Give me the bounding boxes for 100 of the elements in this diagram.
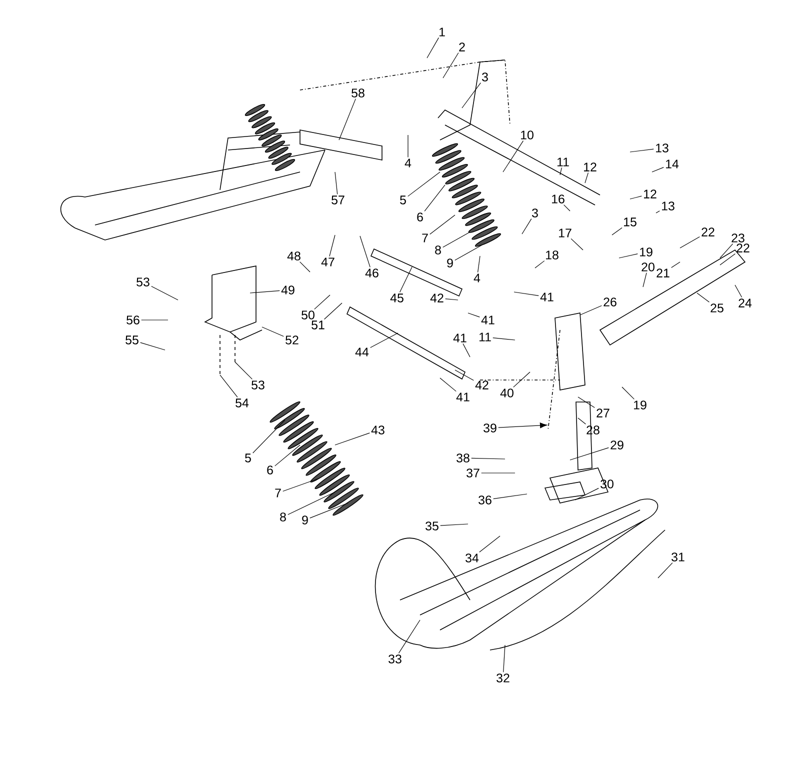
leader-line	[398, 620, 420, 654]
callout-number: 39	[484, 424, 496, 432]
leader-line	[630, 148, 654, 152]
leader-line	[612, 227, 622, 236]
leader-line	[220, 374, 238, 398]
leader-line	[314, 294, 330, 310]
callout-number: 2	[459, 42, 465, 52]
callout-number: 58	[352, 88, 364, 98]
callout-number: 47	[321, 258, 334, 266]
leader-line	[671, 262, 680, 268]
callout-number: 49	[281, 286, 294, 294]
callout-number: 5	[400, 196, 406, 204]
callout-number: 18	[546, 250, 558, 260]
callout-number: 13	[656, 144, 668, 152]
callout-number: 38	[456, 454, 470, 462]
callout-number: 16	[552, 194, 564, 204]
callout-number: 45	[390, 294, 404, 302]
callout-number: 48	[287, 252, 300, 260]
leader-line	[502, 140, 524, 172]
callout-number: 9	[302, 516, 308, 524]
callout-number: 24	[738, 298, 752, 308]
leader-line	[274, 444, 300, 466]
leader-line	[656, 210, 660, 214]
callout-number: 22	[702, 228, 714, 236]
leader-line	[334, 432, 370, 446]
leader-line	[252, 420, 286, 454]
leader-line	[468, 312, 480, 318]
callout-number: 53	[252, 380, 264, 390]
callout-number: 3	[532, 208, 538, 218]
callout-number: 20	[642, 262, 654, 272]
callout-number: 7	[422, 234, 428, 242]
leader-line	[479, 536, 500, 552]
callout-number: 1	[439, 28, 445, 36]
callout-number: 17	[559, 228, 572, 238]
leader-line	[570, 238, 584, 250]
leader-line	[734, 284, 742, 298]
callout-number: 12	[584, 162, 596, 172]
callout-number: 52	[286, 336, 298, 344]
callout-number: 46	[365, 268, 378, 278]
callout-number: 31	[672, 552, 684, 562]
leader-line	[454, 244, 482, 261]
leader-line	[578, 418, 586, 424]
callout-number: 23	[732, 234, 744, 242]
callout-number: 3	[482, 72, 488, 82]
callout-number: 41	[456, 392, 470, 402]
callout-number: 12	[644, 190, 656, 198]
callout-number: 53	[136, 278, 150, 286]
leader-line	[720, 253, 736, 266]
leader-line	[462, 343, 470, 358]
leader-line	[408, 172, 440, 197]
leader-line	[329, 234, 336, 257]
leader-line	[288, 492, 336, 515]
leader-line	[400, 266, 412, 293]
callout-number: 4	[404, 158, 412, 168]
callout-number: 19	[634, 400, 646, 410]
callout-number: 11	[557, 158, 569, 166]
leader-line	[338, 98, 356, 140]
callout-number: 8	[280, 512, 286, 522]
leader-line	[720, 244, 734, 258]
callout-number: 6	[417, 212, 423, 222]
callout-number: 8	[435, 246, 441, 254]
leader-line	[652, 167, 664, 172]
callout-number: 13	[662, 202, 674, 210]
callout-number: 22	[736, 244, 750, 252]
callout-number: 26	[604, 298, 616, 306]
leader-line	[440, 524, 468, 526]
leader-line	[658, 562, 673, 578]
callout-number: 5	[245, 454, 251, 462]
leader-line	[574, 488, 599, 500]
callout-number: 37	[466, 468, 480, 478]
leader-line	[442, 232, 470, 248]
leader-line	[642, 272, 647, 288]
leader-line	[477, 256, 480, 273]
callout-number: 35	[426, 522, 438, 530]
callout-number: 40	[500, 388, 514, 398]
callout-number: 15	[624, 218, 636, 226]
leader-line	[424, 184, 446, 212]
leader-line	[481, 472, 516, 474]
callout-number: 4	[474, 274, 480, 282]
leader-line	[310, 502, 348, 518]
callout-number: 42	[475, 380, 488, 390]
callout-number: 51	[312, 320, 324, 330]
callout-number: 54	[236, 398, 249, 408]
callout-number: 41	[453, 334, 466, 342]
callout-number: 57	[332, 196, 344, 204]
leader-line	[534, 260, 545, 268]
leader-line	[493, 494, 528, 500]
callout-number: 41	[540, 292, 554, 302]
callout-number: 27	[596, 408, 610, 418]
leader-line	[522, 218, 532, 234]
leader-line	[514, 292, 539, 296]
leader-line	[680, 236, 700, 248]
callout-number: 36	[478, 496, 492, 504]
leader-line	[250, 290, 280, 294]
leader-line	[492, 337, 516, 340]
callout-number: 55	[126, 336, 138, 344]
callout-number: 56	[126, 316, 140, 324]
callout-number: 10	[521, 130, 534, 140]
leader-line	[580, 305, 602, 316]
leader-line	[370, 332, 398, 348]
